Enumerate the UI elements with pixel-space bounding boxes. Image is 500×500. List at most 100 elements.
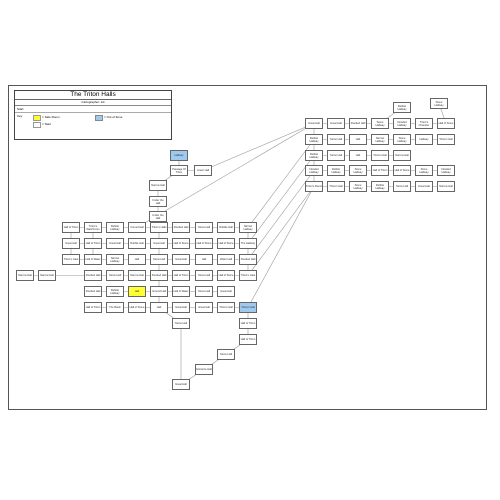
room-node: Hall of Stone [217,270,235,281]
info-box: The Triton Halls Cartographer: ink Start… [14,90,172,140]
room-node: Rubble Hall [128,238,146,249]
room-node: Stone Hallway [430,98,448,109]
room-node: Stone Hall [195,222,213,233]
room-node: Hall [195,254,213,265]
room-node: Narrow Hallway [239,222,257,233]
room-node: The Basin [106,302,124,313]
safe-room-swatch [33,115,41,121]
connection-line [247,170,315,260]
room-node: Hall of Water [84,254,102,265]
connection-line [247,139,315,228]
room-node: Great Hall [217,286,235,297]
key-item-safe: = Safe Room [42,115,60,119]
room-node: Flooded Hallway [437,165,455,176]
room-node: Water Hall [217,254,235,265]
room-node: Triton's Watchroom [84,222,102,233]
room-node: Stone Hall [195,270,213,281]
room-node: Hallway [170,150,188,161]
room-node: Flooded Hall [84,286,102,297]
room-node: Flooded Hall [84,270,102,281]
room-node: Triton's Hall [371,150,389,161]
start-swatch [33,122,41,128]
map-title: The Triton Halls [15,91,171,100]
room-node: Stone Hallway [349,165,367,176]
room-node: Hall of Stone [172,238,190,249]
room-node: Narrow Hallway [106,254,124,265]
connection-line [247,155,315,244]
room-node: Narrow Hall [38,270,56,281]
room-node: Stone Hall [327,134,345,145]
room-node: Stone Hallway [415,165,433,176]
room-node: Triton's Gate [62,254,80,265]
room-node: Great Hall [305,118,323,129]
room-node: Hall of Stone [128,302,146,313]
room-node: Triton's Gate [239,270,257,281]
room-node: Stone Hall [393,181,411,192]
connection-line [247,186,315,276]
room-node: Flooded Hall [349,118,367,129]
room-node: Narrow Hall [393,150,411,161]
room-node: Entrance Hall [195,364,213,375]
room-node: Hall of Triton [84,302,102,313]
room-node: Great Hall [195,302,213,313]
room-node: Rubble Hallway [305,150,323,161]
room-node: Flooded Hall [150,270,168,281]
room-node: Stone Hall [172,318,190,329]
room-node: Narrow Hall [437,181,455,192]
room-node: Narrow Hall [128,270,146,281]
room-node: Hall of Triton [172,270,190,281]
room-node: Narrow Hall [16,270,34,281]
room-node: Stone Hall [106,270,124,281]
room-node: Rubble Hallway [106,222,124,233]
room-node: Great Hall [62,238,80,249]
room-node: Great Hall [172,379,190,390]
room-node: Hall of Stone [393,165,411,176]
room-node: Narrow Hallway [371,134,389,145]
room-node: Ground Hall [150,286,168,297]
key-label: Key: [17,114,24,118]
connection-line [202,123,315,171]
room-node: Rubble Hallway [327,165,345,176]
room-node: Triton's Hall [217,302,235,313]
room-node: Curved Hall [128,222,146,233]
room-node: Passage Of Triton [170,165,188,176]
room-node: Great Hall [415,181,433,192]
map-subtitle: Cartographer: ink [15,100,171,106]
room-node: Great Hall [172,254,190,265]
room-node: Flooded Hallway [305,165,323,176]
room-node: Stone Hall [217,349,235,360]
room-node: Flooded Hall [172,222,190,233]
room-node: Hall of Water [172,286,190,297]
room-node: Rubble Hall [217,222,235,233]
room-node: Lower Hall [194,165,212,176]
key-item-out-of-zone: = Out of Zone [104,115,123,119]
room-node: Flooded Hallway [393,118,411,129]
room-node: Rubble Hallway [106,286,124,297]
room-node: Hall of Triton [371,165,389,176]
room-node: Triton's Room [305,181,323,192]
room-node: Hall [128,254,146,265]
room-node: Great Hall [327,118,345,129]
room-node: Under the Hall [149,196,167,207]
room-node: Rubble Hallway [305,134,323,145]
room-node: Triton's Chamber [415,118,433,129]
key-section: Key: = Safe Room = Out of Zone = Start [15,113,171,129]
key-item-start: = Start [42,122,51,126]
room-node: Triton's Hall [327,181,345,192]
room-node: Triton's Hall [239,302,257,313]
room-node: Hallway [415,134,433,145]
room-node: Rubble Hallway [371,181,389,192]
room-node: Stone Hallway [349,181,367,192]
out-of-zone-swatch [95,115,103,121]
room-node: Great Hall [106,238,124,249]
room-node: Hall of Triton [239,334,257,345]
room-node: Stone Hall [195,286,213,297]
room-node: Flooded Hall [239,254,257,265]
room-node: Great Hall [150,238,168,249]
room-node: Hall [150,302,168,313]
room-node: Great Hall [172,302,190,313]
connection-line [247,186,315,308]
start-label: Start: [15,106,171,113]
room-node: Stone Hallway [393,134,411,145]
